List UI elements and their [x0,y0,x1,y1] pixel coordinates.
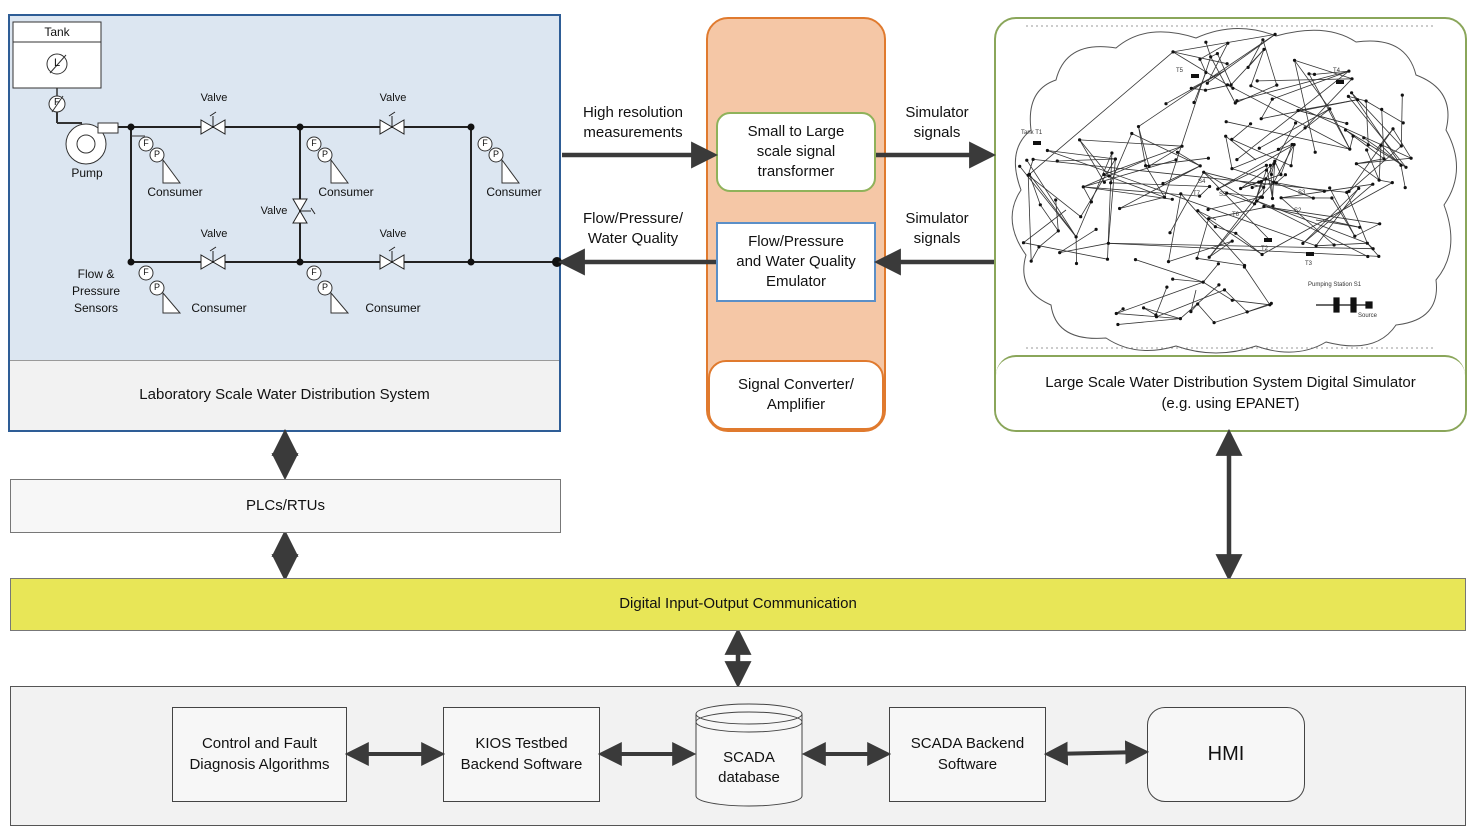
plcs-label: PLCs/RTUs [246,496,325,516]
plcs-box: PLCs/RTUs [10,479,561,533]
io-bar: Digital Input-Output Communication [10,578,1466,631]
arrow-scada-hmi [1051,752,1142,754]
bottom-arrows [0,680,1475,820]
io-label: Digital Input-Output Communication [619,594,857,614]
